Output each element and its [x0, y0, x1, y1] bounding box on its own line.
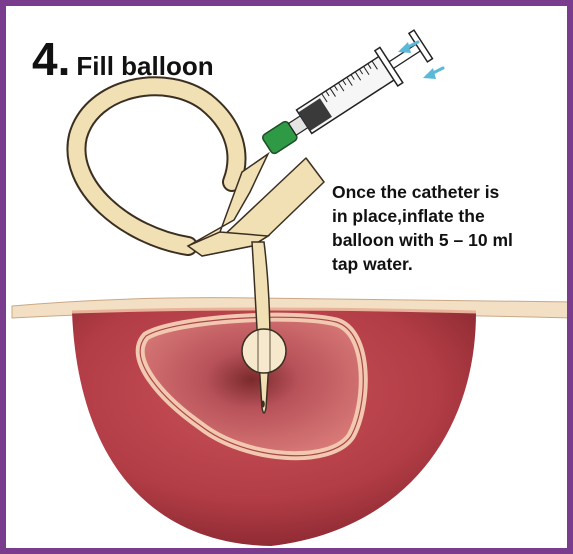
catheter-junction: [188, 154, 324, 256]
instruction-line: Once the catheter is: [332, 180, 568, 204]
step-heading: 4 . Fill balloon: [32, 36, 214, 82]
step-number-separator: .: [58, 36, 71, 82]
step-title: Fill balloon: [76, 53, 213, 79]
inflated-balloon: [242, 329, 286, 373]
illustration-canvas: [6, 6, 573, 554]
instruction-line: balloon with 5 – 10 ml: [332, 228, 568, 252]
catheter-tube-loop: [76, 86, 236, 246]
step-number: 4: [32, 36, 58, 82]
instruction-text: Once the catheter is in place,inflate th…: [332, 180, 568, 276]
instruction-line: in place,inflate the: [332, 204, 568, 228]
instruction-line: tap water.: [332, 252, 568, 276]
